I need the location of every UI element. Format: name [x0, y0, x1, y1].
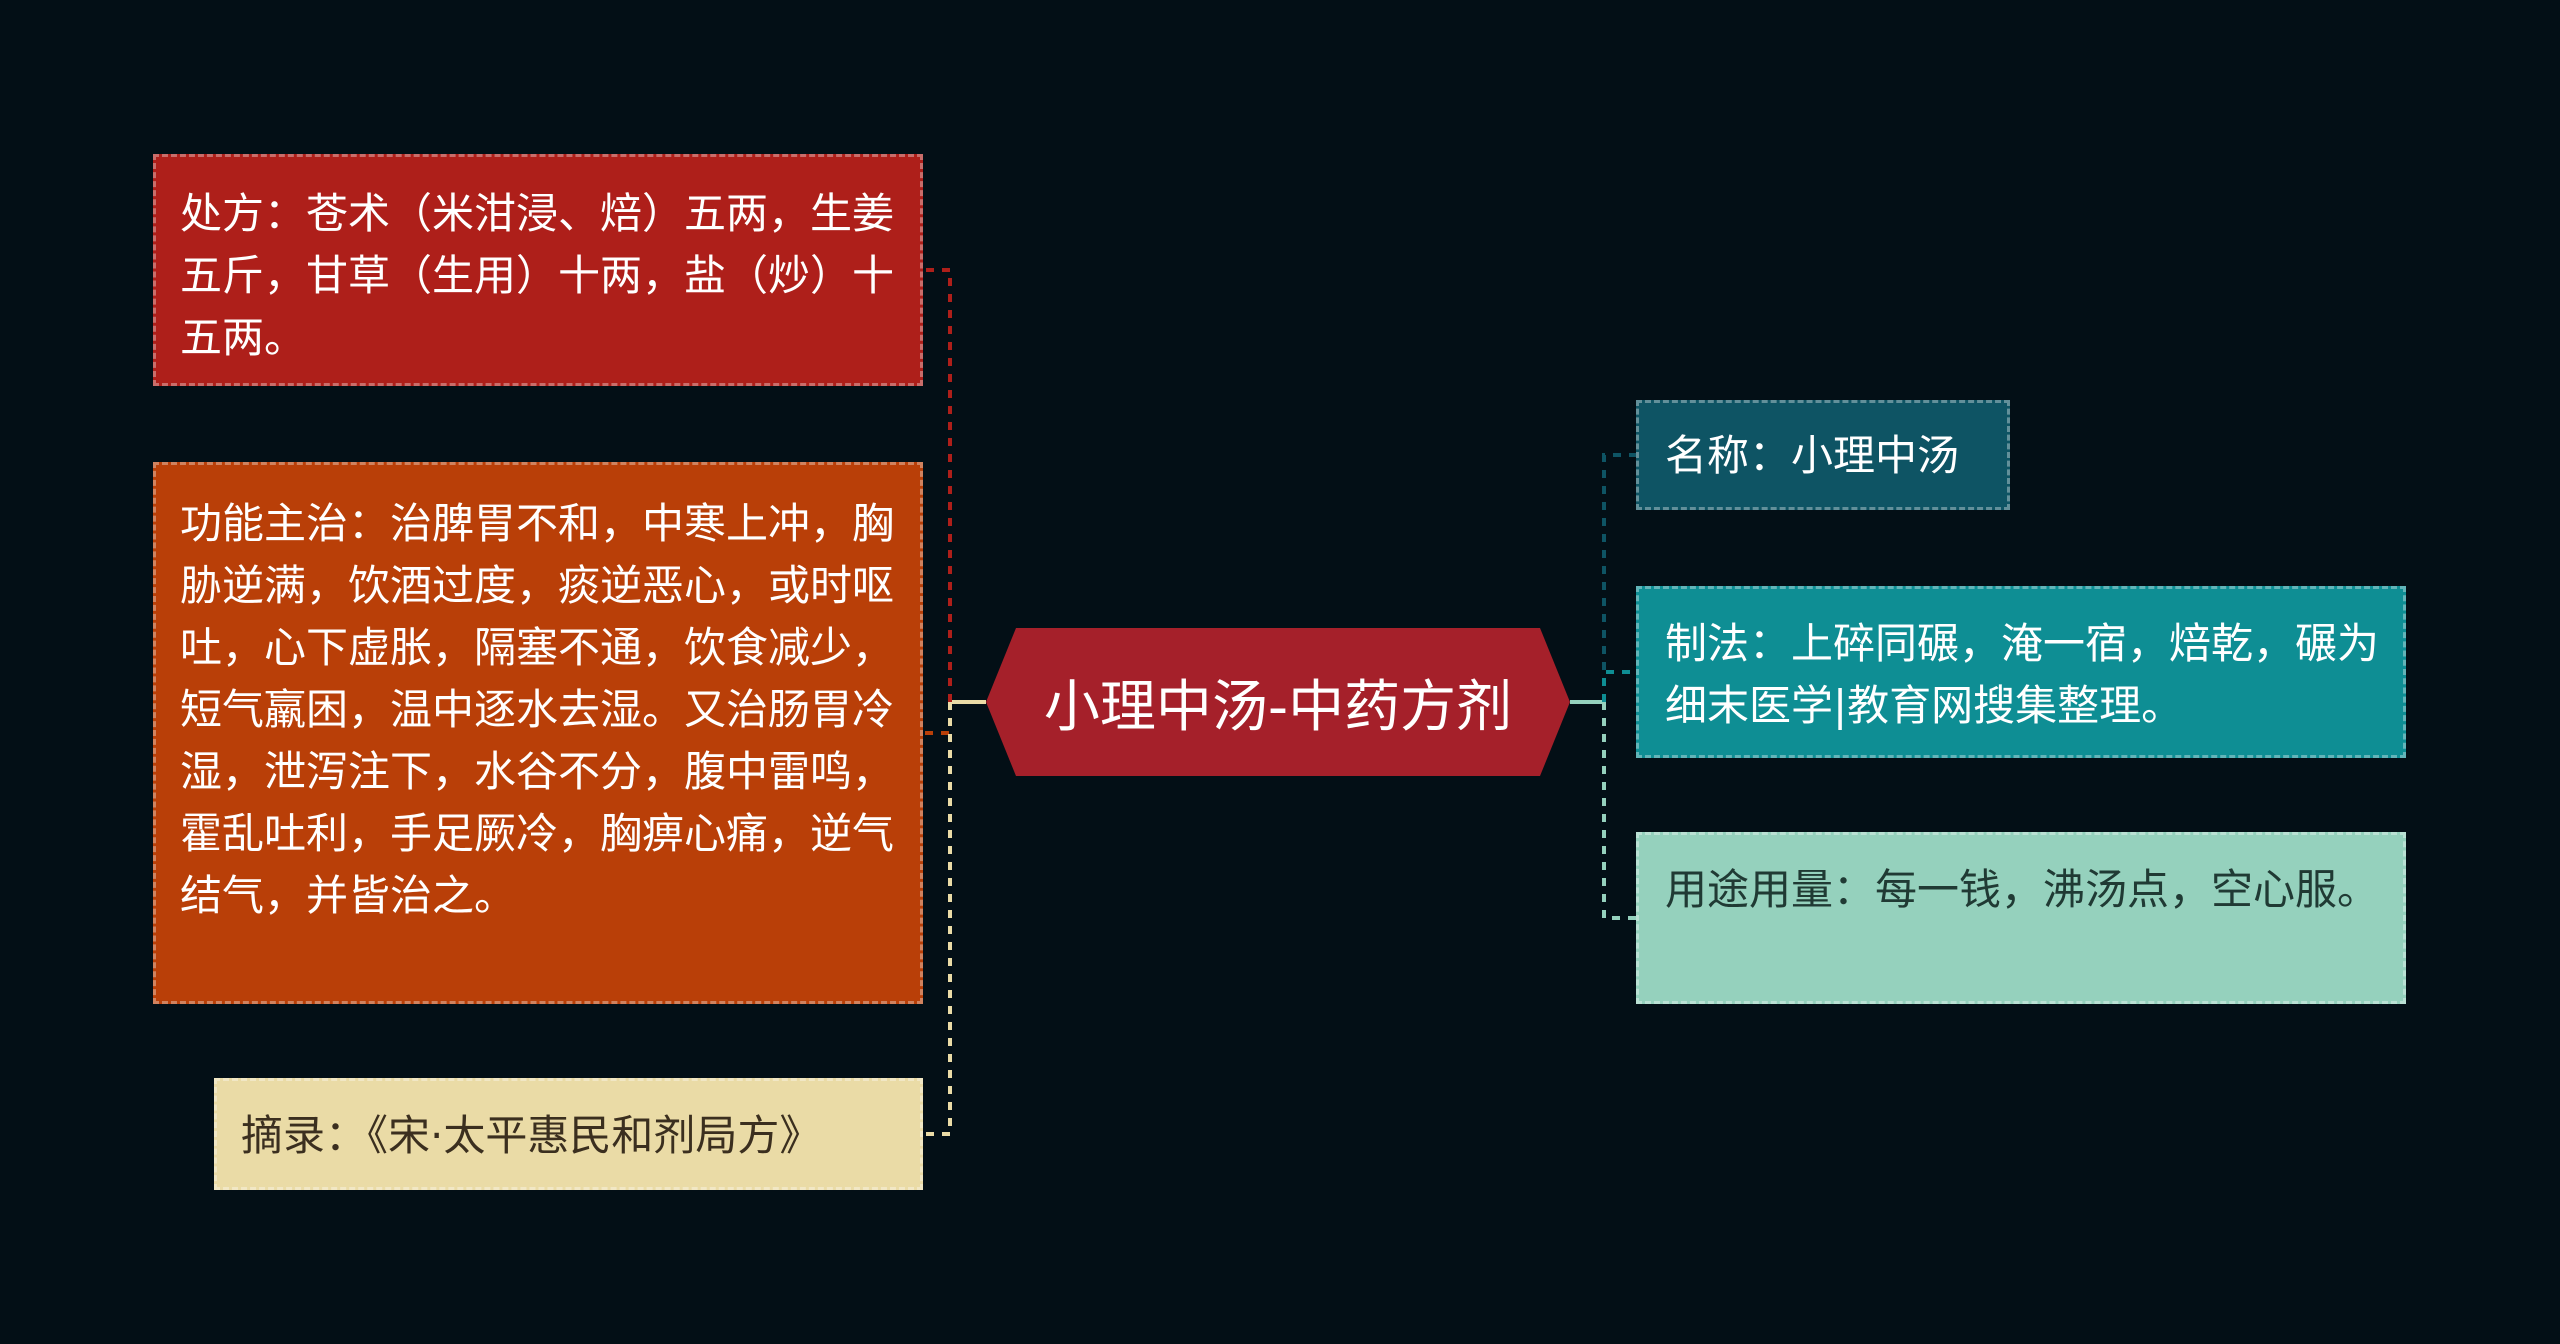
node-indications[interactable]: 功能主治：治脾胃不和，中寒上冲，胸胁逆满，饮酒过度，痰逆恶心，或时呕吐，心下虚胀…: [153, 462, 923, 1004]
connector-name: [1602, 453, 1636, 702]
node-source[interactable]: 摘录：《宋·太平惠民和剂局方》: [214, 1078, 923, 1190]
node-method-text: 制法：上碎同碾，淹一宿，焙乾，碾为细末医学|教育网搜集整理。: [1665, 619, 2380, 730]
connector-source: [923, 702, 952, 1136]
node-recipe[interactable]: 处方：苍术（米泔浸、焙）五两，生姜五斤，甘草（生用）十两，盐（炒）十五两。: [153, 154, 923, 386]
node-name-text: 名称：小理中汤: [1665, 431, 1960, 480]
node-indications-text: 功能主治：治脾胃不和，中寒上冲，胸胁逆满，饮酒过度，痰逆恶心，或时呕吐，心下虚胀…: [180, 499, 895, 920]
node-source-text: 摘录：《宋·太平惠民和剂局方》: [241, 1111, 822, 1160]
connector-usage: [1602, 702, 1636, 920]
node-usage[interactable]: 用途用量：每一钱，沸汤点，空心服。: [1636, 832, 2406, 1004]
connector-method: [1602, 670, 1636, 702]
node-name[interactable]: 名称：小理中汤: [1636, 400, 2010, 510]
node-usage-text: 用途用量：每一钱，沸汤点，空心服。: [1665, 865, 2380, 914]
connector-indications: [923, 702, 952, 735]
connector-recipe: [923, 268, 952, 702]
node-recipe-text: 处方：苍术（米泔浸、焙）五两，生姜五斤，甘草（生用）十两，盐（炒）十五两。: [180, 189, 895, 362]
center-node[interactable]: 小理中汤-中药方剂: [986, 628, 1570, 776]
node-method[interactable]: 制法：上碎同碾，淹一宿，焙乾，碾为细末医学|教育网搜集整理。: [1636, 586, 2406, 758]
center-node-shape: [986, 628, 1570, 776]
center-title: 小理中汤-中药方剂: [1043, 674, 1513, 740]
